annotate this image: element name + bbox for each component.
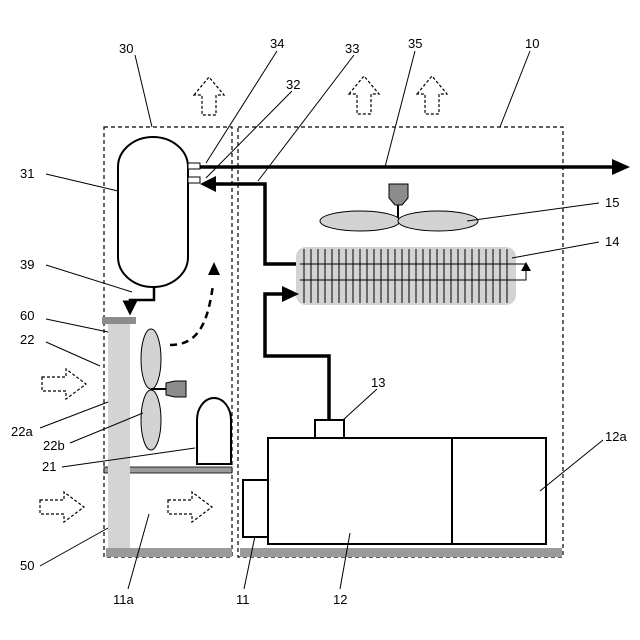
label-60: 60 xyxy=(20,308,34,323)
tank xyxy=(118,137,188,287)
fan-motor xyxy=(389,184,408,205)
compressor xyxy=(268,438,452,544)
label-22: 22 xyxy=(20,332,34,347)
drain-pipe xyxy=(130,287,154,313)
label-14: 14 xyxy=(605,234,619,249)
label-22a: 22a xyxy=(11,424,33,439)
label-22b: 22b xyxy=(43,438,65,453)
motor xyxy=(452,438,546,544)
fan-22b-blade-bottom xyxy=(141,390,161,450)
label-39: 39 xyxy=(20,257,34,272)
top-plate xyxy=(102,317,136,324)
heat-exchanger xyxy=(296,247,516,305)
label-35: 35 xyxy=(408,36,422,51)
port-34 xyxy=(188,163,200,169)
exhaust-arrow-3 xyxy=(417,76,447,114)
base-plate-left xyxy=(106,548,232,557)
fan-22b-blade-top xyxy=(141,329,161,389)
label-33: 33 xyxy=(345,41,359,56)
fan-blade-left xyxy=(320,211,400,231)
inlet-arrowhead xyxy=(200,176,216,192)
label-21: 21 xyxy=(42,459,56,474)
discharge-pipe xyxy=(265,294,329,420)
label-15: 15 xyxy=(605,195,619,210)
label-11: 11 xyxy=(236,592,250,607)
label-34: 34 xyxy=(270,36,284,51)
airflow-dashed-curve xyxy=(170,285,213,345)
label-32: 32 xyxy=(286,77,300,92)
exhaust-arrow-1 xyxy=(194,77,224,115)
label-11a: 11a xyxy=(113,592,134,607)
inlet-pipe xyxy=(214,184,300,264)
fan-22b-motor xyxy=(166,381,186,397)
fan-blade-right xyxy=(398,211,478,231)
component-21 xyxy=(197,398,231,464)
label-10: 10 xyxy=(525,36,539,51)
airflow-dashed-arrowhead xyxy=(208,262,220,275)
label-12: 12 xyxy=(333,592,347,607)
label-50: 50 xyxy=(20,558,34,573)
base-plate-right xyxy=(240,548,562,557)
intake-arrow-2 xyxy=(40,492,84,522)
coil-arrowhead xyxy=(521,262,531,271)
intake-arrow-3 xyxy=(168,492,212,522)
label-31: 31 xyxy=(20,166,34,181)
label-13: 13 xyxy=(371,375,385,390)
label-30: 30 xyxy=(119,41,133,56)
intake-arrow-1 xyxy=(42,369,86,399)
filter-column xyxy=(108,322,130,548)
port-32 xyxy=(188,177,200,183)
outlet-arrowhead xyxy=(612,159,630,175)
discharge-port xyxy=(315,420,344,438)
exhaust-arrow-2 xyxy=(349,76,379,114)
label-12a: 12a xyxy=(605,429,627,444)
compressor-unit-11 xyxy=(243,480,268,537)
